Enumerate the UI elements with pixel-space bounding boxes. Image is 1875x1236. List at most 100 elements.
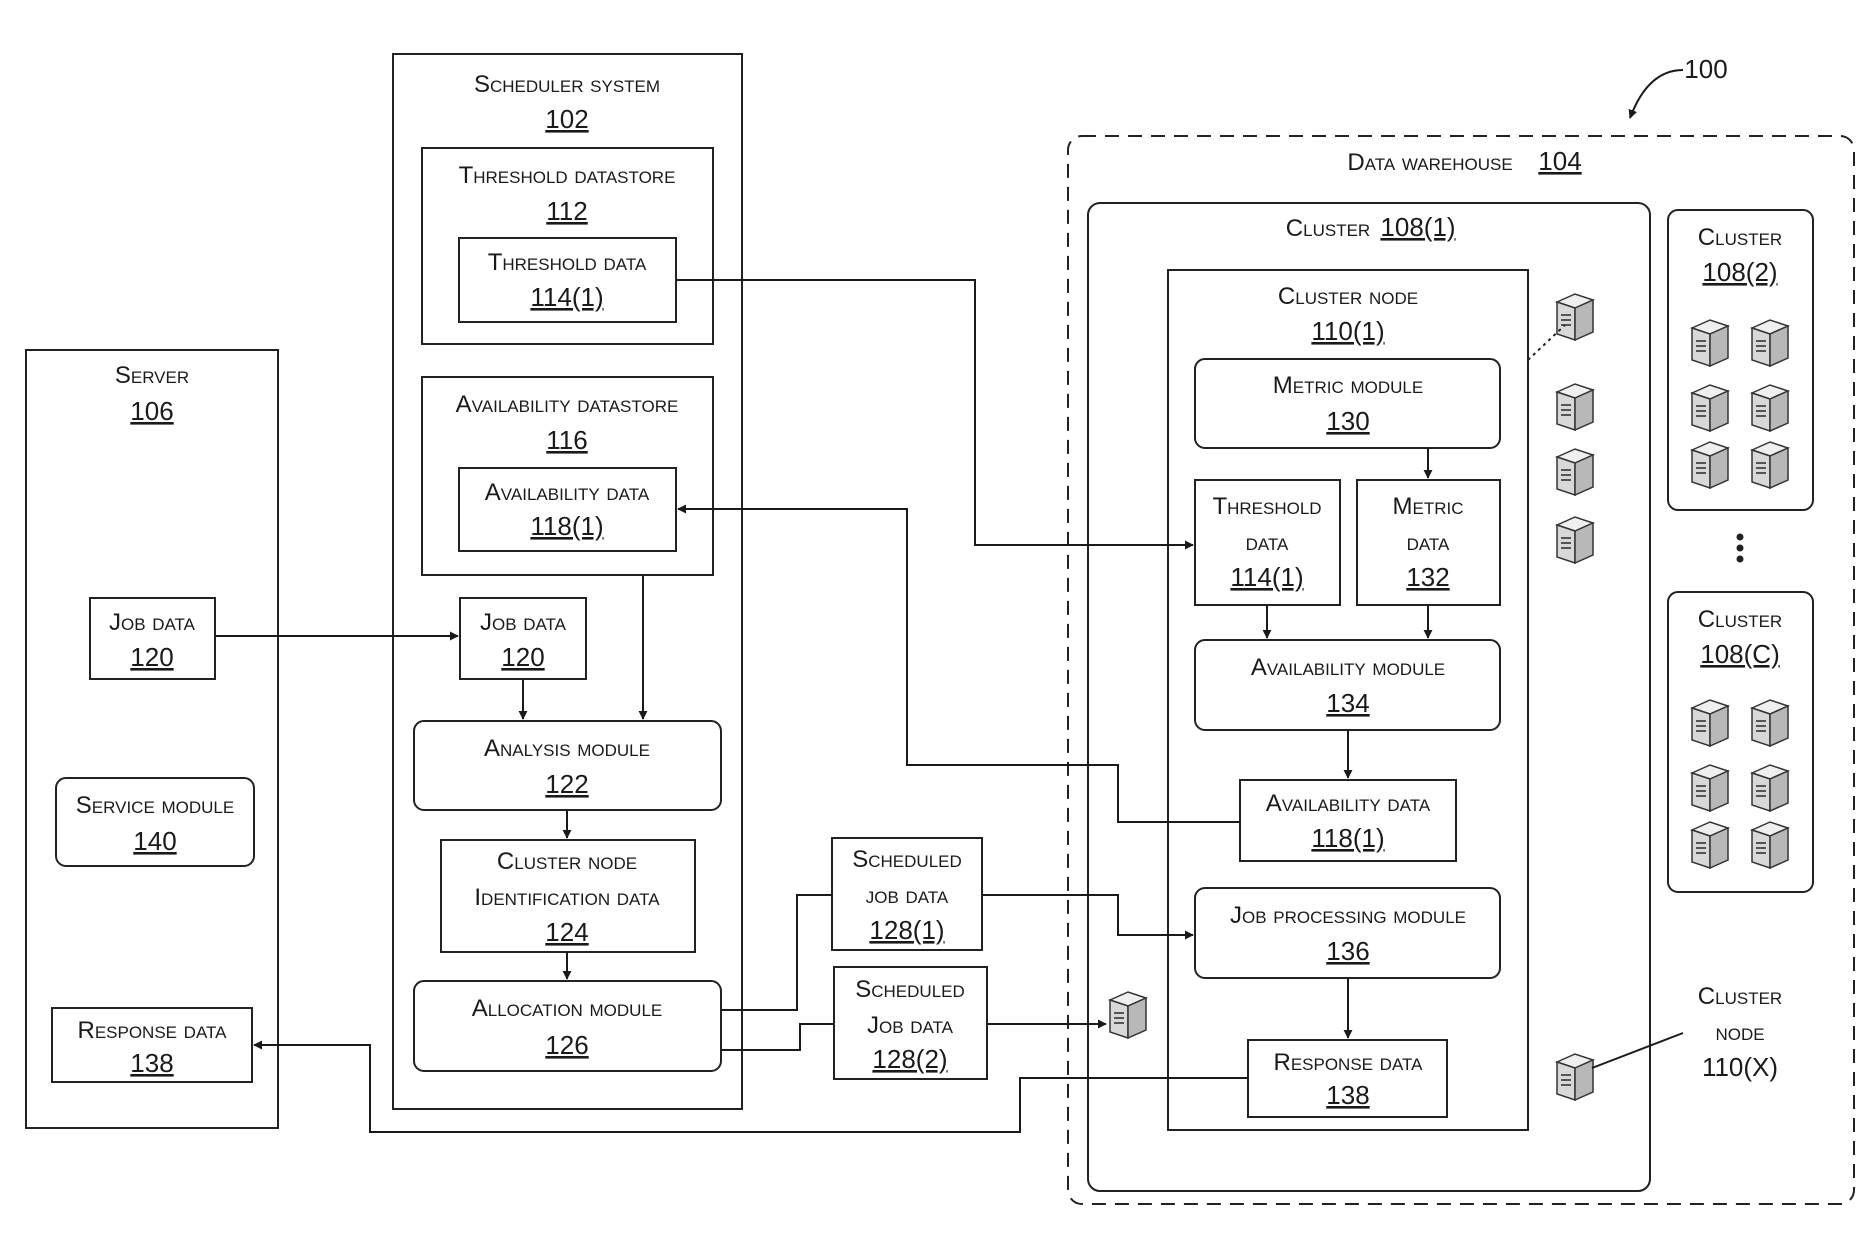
figure-reference-leader bbox=[1630, 70, 1683, 118]
job-processing-module-ref: 136 bbox=[1326, 936, 1369, 966]
cluster-node-x-line2: node bbox=[1715, 1019, 1764, 1046]
server-response-data-box: Response data 138 bbox=[52, 1008, 252, 1082]
scheduler-job-data-ref: 120 bbox=[501, 642, 544, 672]
cluster-c-title: Cluster bbox=[1698, 606, 1782, 633]
cluster-c-ref: 108(C) bbox=[1700, 639, 1779, 669]
cluster-node-identification-box: Cluster node Identification data 124 bbox=[441, 840, 695, 952]
cluster-node-x-ref: 110(X) bbox=[1702, 1052, 1778, 1082]
server-icon bbox=[1692, 442, 1728, 488]
metric-data-line1: Metric bbox=[1393, 493, 1464, 520]
server-icon bbox=[1692, 700, 1728, 746]
server-job-data-box: Job data 120 bbox=[90, 598, 215, 679]
cluster-2-title: Cluster bbox=[1698, 224, 1782, 251]
scheduler-availability-data-title: Availability data bbox=[485, 479, 650, 506]
job-processing-module-title: Job processing module bbox=[1230, 902, 1466, 929]
node-threshold-data-ref: 114(1) bbox=[1230, 562, 1303, 592]
server-icon bbox=[1752, 822, 1788, 868]
node-availability-data-title: Availability data bbox=[1266, 790, 1431, 817]
service-module-box: Service module 140 bbox=[56, 778, 254, 866]
scheduled-job-data-2-box: Scheduled Job data 128(2) bbox=[834, 967, 987, 1079]
server-icon bbox=[1692, 822, 1728, 868]
server-icon bbox=[1752, 442, 1788, 488]
server-icon bbox=[1692, 385, 1728, 431]
server-icon bbox=[1110, 992, 1146, 1038]
scheduled-job-data-1-ref: 128(1) bbox=[869, 915, 944, 945]
server-icon bbox=[1752, 320, 1788, 366]
scheduled-job-data-1-box: Scheduled job data 128(1) bbox=[832, 838, 982, 950]
data-warehouse-ref: 104 bbox=[1538, 146, 1581, 176]
allocation-module-title: Allocation module bbox=[472, 995, 663, 1022]
analysis-module-box: Analysis module 122 bbox=[414, 721, 721, 810]
scheduled-job-data-1-line1: Scheduled bbox=[852, 846, 962, 873]
cluster-node-identification-line1: Cluster node bbox=[497, 848, 637, 875]
cluster-node-x-line1: Cluster bbox=[1698, 983, 1782, 1010]
figure-reference-label: 100 bbox=[1684, 54, 1727, 84]
scheduled-job-data-1-line2: job data bbox=[866, 882, 949, 909]
server-icon bbox=[1752, 700, 1788, 746]
node-response-data-box: Response data 138 bbox=[1248, 1040, 1447, 1117]
availability-datastore-ref: 116 bbox=[546, 425, 587, 455]
service-module-title: Service module bbox=[76, 792, 234, 819]
metric-module-box: Metric module 130 bbox=[1195, 359, 1500, 448]
server-icon bbox=[1557, 449, 1593, 495]
server-icon bbox=[1557, 384, 1593, 430]
scheduled-job-data-2-ref: 128(2) bbox=[872, 1044, 947, 1074]
server-icon bbox=[1752, 385, 1788, 431]
job-processing-module-box: Job processing module 136 bbox=[1195, 888, 1500, 978]
node-threshold-data-line2: data bbox=[1246, 529, 1289, 556]
cluster-node-1-title: Cluster node bbox=[1278, 283, 1418, 310]
server-response-data-ref: 138 bbox=[130, 1048, 173, 1078]
scheduler-availability-data-box: Availability data 118(1) bbox=[459, 468, 676, 551]
server-icon bbox=[1557, 1054, 1593, 1100]
cluster-c-container: Cluster 108(C) bbox=[1668, 592, 1813, 892]
scheduler-system-ref: 102 bbox=[545, 104, 588, 134]
threshold-datastore-ref: 112 bbox=[546, 196, 587, 226]
availability-module-box: Availability module 134 bbox=[1195, 640, 1500, 730]
scheduler-threshold-data-box: Threshold data 114(1) bbox=[459, 238, 676, 322]
scheduler-threshold-data-title: Threshold data bbox=[488, 249, 647, 276]
scheduler-availability-data-ref: 118(1) bbox=[530, 511, 603, 541]
server-title: Server bbox=[115, 362, 189, 389]
cluster-1-title: Cluster bbox=[1286, 215, 1370, 242]
node-threshold-data-box: Threshold data 114(1) bbox=[1195, 480, 1340, 605]
availability-module-ref: 134 bbox=[1326, 688, 1369, 718]
availability-module-title: Availability module bbox=[1251, 654, 1445, 681]
server-icon bbox=[1692, 765, 1728, 811]
service-module-ref: 140 bbox=[133, 826, 176, 856]
vertical-ellipsis-icon bbox=[1737, 534, 1744, 563]
node-threshold-data-line1: Threshold bbox=[1212, 493, 1321, 520]
metric-module-ref: 130 bbox=[1326, 406, 1369, 436]
availability-datastore-title: Availability datastore bbox=[456, 391, 679, 418]
node-response-data-ref: 138 bbox=[1326, 1080, 1369, 1110]
scheduled-job-data-2-line2: Job data bbox=[867, 1012, 954, 1039]
cluster-2-container: Cluster 108(2) bbox=[1668, 210, 1813, 510]
server-response-data-title: Response data bbox=[77, 1017, 227, 1044]
server-icon bbox=[1557, 517, 1593, 563]
server-icon bbox=[1557, 294, 1593, 340]
metric-data-ref: 132 bbox=[1406, 562, 1449, 592]
cluster-node-1-ref: 110(1) bbox=[1311, 316, 1384, 346]
node-availability-data-ref: 118(1) bbox=[1311, 823, 1384, 853]
server-icon bbox=[1752, 765, 1788, 811]
allocation-module-ref: 126 bbox=[545, 1030, 588, 1060]
analysis-module-ref: 122 bbox=[545, 769, 588, 799]
server-job-data-title: Job data bbox=[109, 609, 196, 636]
metric-data-line2: data bbox=[1407, 529, 1450, 556]
server-ref: 106 bbox=[130, 396, 173, 426]
scheduled-job-data-2-line1: Scheduled bbox=[855, 976, 965, 1003]
metric-data-box: Metric data 132 bbox=[1357, 480, 1500, 605]
cluster-2-ref: 108(2) bbox=[1702, 257, 1777, 287]
cluster-node-x-label: Cluster node 110(X) bbox=[1698, 983, 1782, 1082]
scheduler-threshold-data-ref: 114(1) bbox=[530, 282, 603, 312]
scheduler-job-data-title: Job data bbox=[480, 609, 567, 636]
node-response-data-title: Response data bbox=[1273, 1049, 1423, 1076]
data-warehouse-title: Data warehouse bbox=[1347, 149, 1512, 176]
server-icon bbox=[1692, 320, 1728, 366]
cluster-node-identification-line2: Identification data bbox=[474, 884, 660, 911]
analysis-module-title: Analysis module bbox=[484, 735, 650, 762]
scheduler-job-data-box: Job data 120 bbox=[460, 598, 586, 679]
metric-module-title: Metric module bbox=[1273, 372, 1423, 399]
allocation-module-box: Allocation module 126 bbox=[414, 981, 721, 1071]
cluster-node-identification-ref: 124 bbox=[545, 917, 588, 947]
